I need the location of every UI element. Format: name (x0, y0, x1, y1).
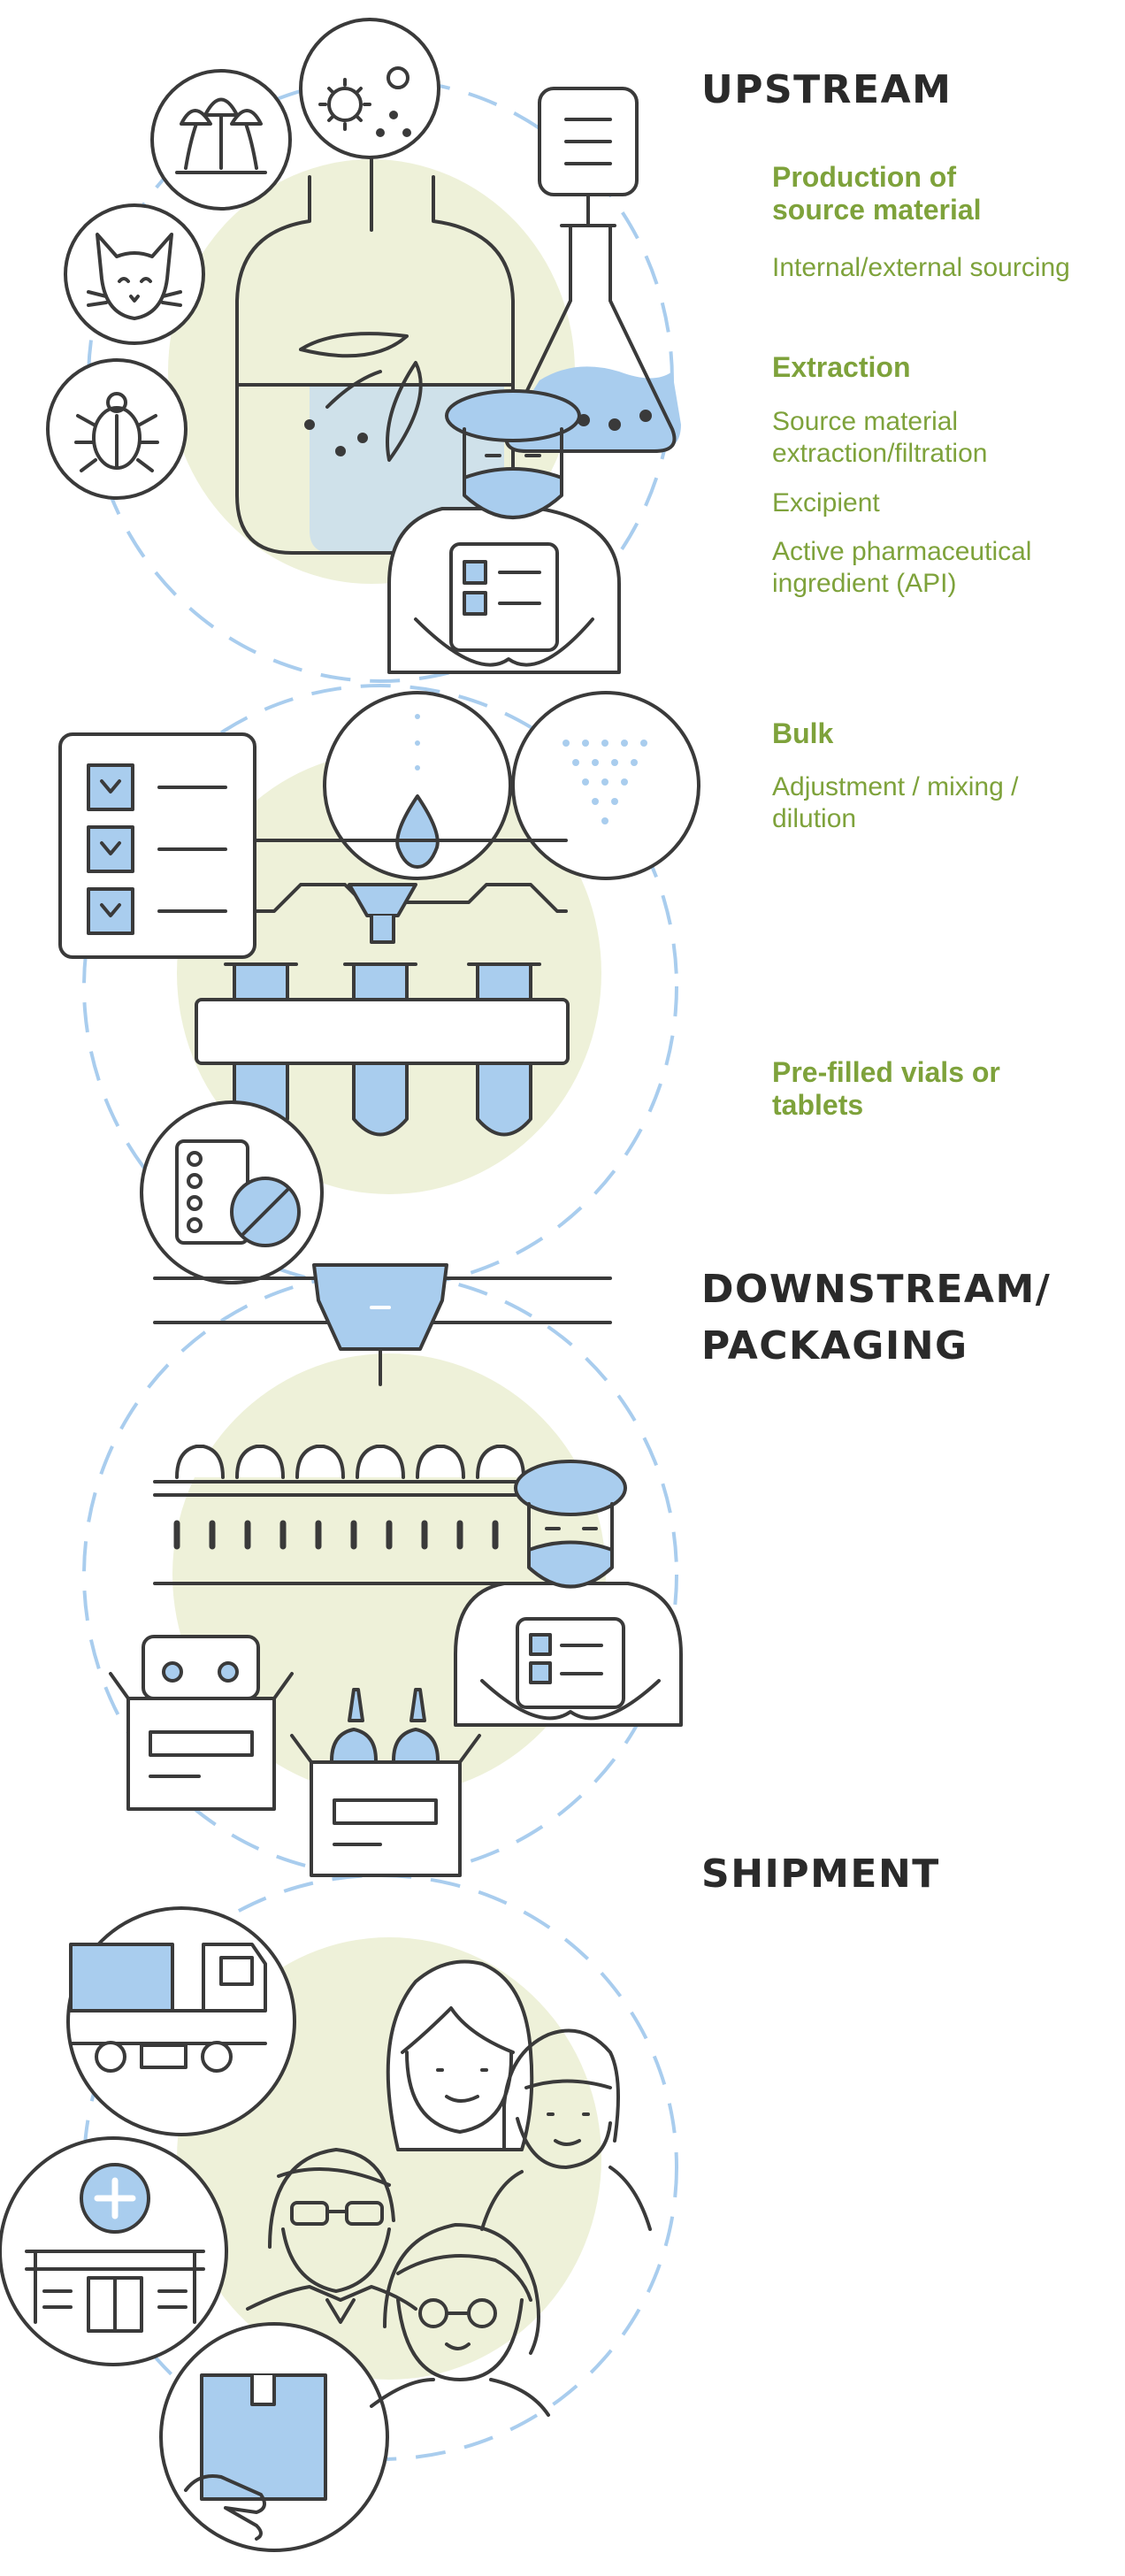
powder-icon (511, 691, 700, 880)
item-api: Active pharmaceutical ingredient (API) (772, 537, 1032, 598)
item-internal-external-sourcing: Internal/external sourcing (772, 253, 1070, 282)
hospital-icon (0, 2136, 228, 2366)
beetle-icon (46, 358, 188, 500)
section-title-downstream-packaging: DOWNSTREAM/ PACKAGING (701, 1267, 1052, 1368)
parcel-hand-icon (159, 2322, 389, 2552)
truck-icon (66, 1906, 296, 2136)
label-extraction: Extraction (772, 351, 911, 383)
vial-conveyor-icon (153, 1445, 532, 1585)
item-adjustment-mixing-dilution: Adjustment / mixing / dilution (772, 772, 1019, 833)
dispenser-icon (153, 1263, 612, 1386)
item-source-material-extraction: Source material extraction/filtration (772, 407, 988, 468)
section-title-shipment: SHIPMENT (701, 1852, 940, 1897)
microbe-icon (299, 18, 440, 159)
label-bulk: Bulk (772, 717, 834, 749)
label-production-source-material: Production of source material (772, 161, 982, 226)
mushroom-icon (150, 69, 292, 211)
section-title-upstream: UPSTREAM (701, 67, 953, 112)
test-tube-rack-icon (195, 839, 570, 1137)
item-excipient: Excipient (772, 488, 880, 518)
box-icon (290, 1688, 481, 1877)
cat-icon (64, 203, 205, 345)
label-prefilled-vials-or-tablets: Pre-filled vials or tablets (772, 1056, 1000, 1121)
checklist-icon (58, 732, 256, 959)
clipboard-icon (538, 87, 639, 227)
pill-blister-icon (140, 1100, 324, 1284)
worker-icon (387, 389, 621, 674)
box-icon (109, 1635, 294, 1811)
droplet-icon (323, 691, 512, 880)
people-icon (246, 1959, 652, 2417)
worker-icon (454, 1460, 683, 1727)
